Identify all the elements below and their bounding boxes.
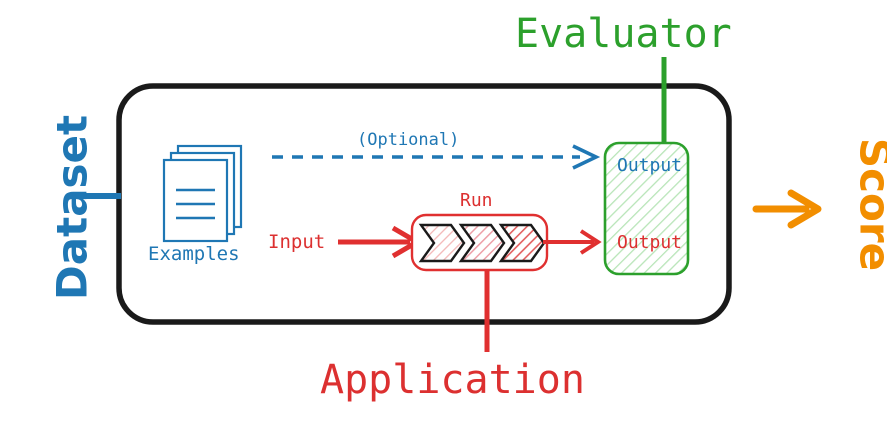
examples-documents-icon: [162, 144, 243, 243]
score-arrow: [752, 189, 822, 229]
application-label: Application: [320, 357, 585, 403]
run-to-output-arrow: [543, 229, 602, 255]
input-label: Input: [268, 231, 326, 253]
evaluator-label: Evaluator: [515, 11, 732, 57]
run-chevron-3: [498, 223, 546, 263]
run-chevron-2: [458, 223, 506, 263]
dataset-label: Dataset: [47, 114, 97, 301]
examples-label: Examples: [148, 243, 240, 265]
input-arrow: [338, 225, 422, 259]
optional-label: (Optional): [357, 130, 460, 150]
run-label: Run: [460, 190, 493, 211]
output-bottom-label: Output: [617, 232, 683, 253]
run-chevrons: [418, 223, 546, 263]
score-label: Score: [850, 137, 887, 272]
pipeline-container-outline: [116, 83, 732, 325]
optional-dashed-arrow: [272, 144, 601, 170]
output-top-label: Output: [617, 155, 683, 176]
output-box-outline: [603, 141, 690, 276]
run-chevron-1: [418, 223, 466, 263]
